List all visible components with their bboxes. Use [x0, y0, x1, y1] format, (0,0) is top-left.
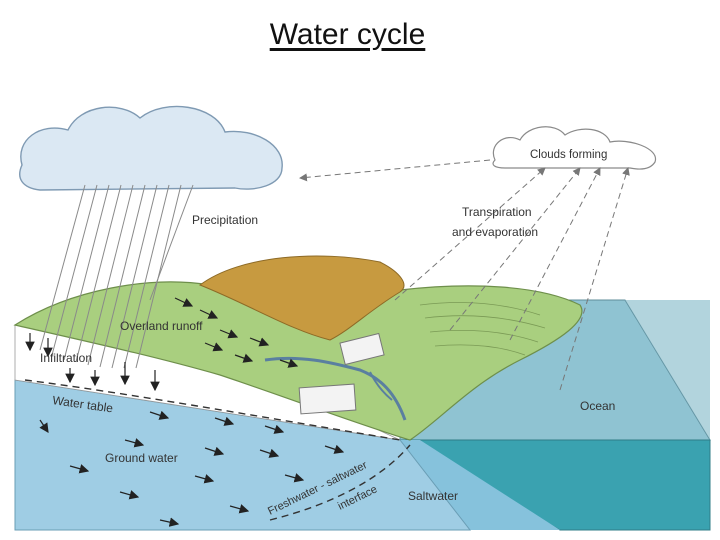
groundwater-arrows — [39, 410, 345, 527]
saltwater-label: Saltwater — [408, 489, 458, 503]
clouds-forming-cloud — [492, 126, 656, 170]
rain-streaks — [39, 184, 194, 369]
infiltration-label: Infiltration — [40, 351, 92, 365]
building-upper — [339, 332, 385, 366]
overland-runoff-label: Overland runoff — [120, 319, 203, 333]
freshwater-saltwater-interface-line — [269, 444, 411, 521]
clouds-forming-label: Clouds forming — [530, 149, 607, 161]
infiltration-arrows — [25, 333, 160, 392]
land-surface — [13, 255, 583, 441]
ground-water-label: Ground water — [105, 451, 178, 465]
brown-field — [198, 255, 405, 341]
river — [264, 356, 407, 421]
transpiration-label: Transpiration — [462, 205, 532, 219]
building-lower — [298, 383, 357, 415]
evaporation-label: and evaporation — [452, 225, 538, 239]
ocean-side-face — [625, 300, 710, 440]
precipitation-label: Precipitation — [192, 213, 258, 227]
rain-cloud — [19, 105, 283, 191]
page-title: Water cycle — [269, 18, 426, 51]
evaporation-arrows — [299, 159, 630, 391]
water-table-line — [24, 379, 401, 441]
field-furrows — [419, 302, 546, 356]
ocean-label: Ocean — [580, 399, 615, 413]
runoff-arrows — [174, 297, 299, 368]
stream — [369, 371, 393, 401]
